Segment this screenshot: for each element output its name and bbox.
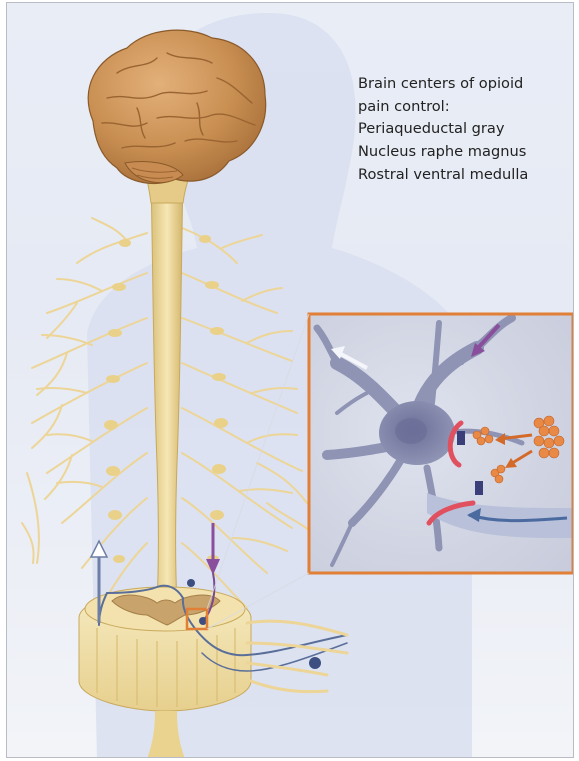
caption-line: Rostral ventral medulla: [358, 164, 568, 187]
caption-line: pain control:: [358, 96, 568, 119]
illustration-frame: Brain centers of opioid pain control: Pe…: [6, 2, 574, 758]
neuron-inset: [309, 314, 573, 573]
brain-centers-caption: Brain centers of opioid pain control: Pe…: [358, 73, 568, 187]
caption-line: Periaqueductal gray: [358, 118, 568, 141]
caption-line: Brain centers of opioid: [358, 73, 568, 96]
caption-line: Nucleus raphe magnus: [358, 141, 568, 164]
